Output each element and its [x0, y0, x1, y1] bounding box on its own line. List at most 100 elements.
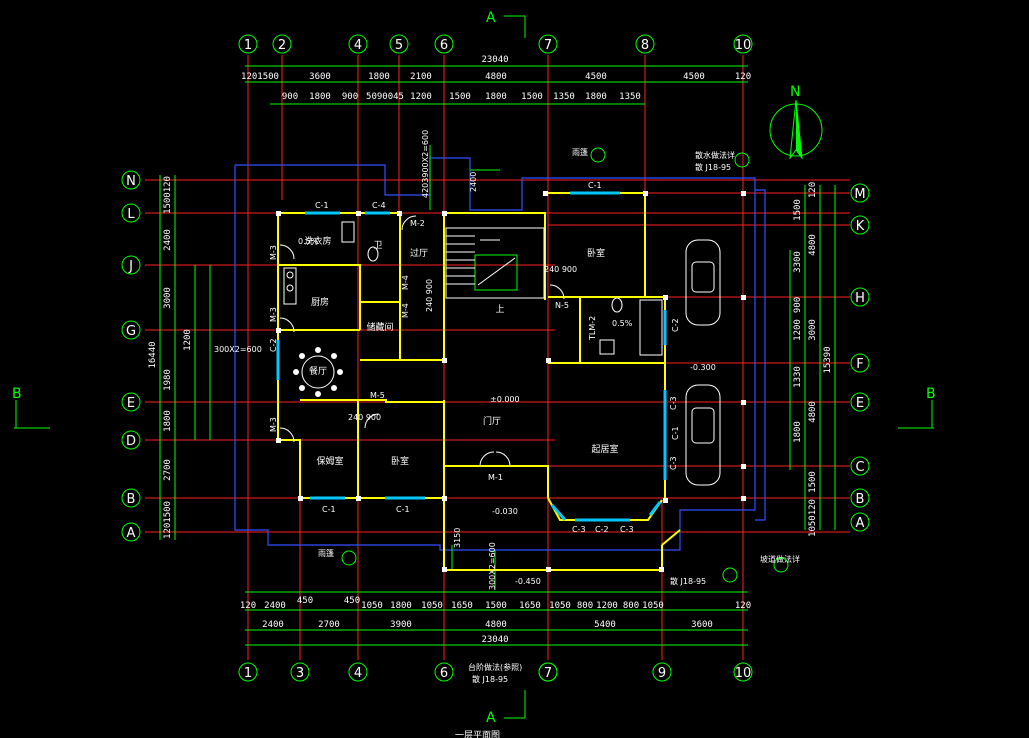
label-slope-1: 0.5% [298, 237, 319, 246]
label-m3-b: M-3 [269, 307, 278, 322]
room-dining: 餐厅 [309, 365, 327, 377]
dim-bottom-r2-3: 450 [344, 596, 360, 606]
walls [277, 192, 681, 571]
dim-left-4: 1980 [163, 369, 173, 391]
doors [279, 215, 565, 467]
dim-top-r1-0: 1201500 [241, 72, 279, 82]
label-c1-c: C-1 [322, 505, 336, 514]
dim-top-r2-1: 1800 [309, 92, 331, 102]
room-storage: 储藏间 [366, 321, 393, 333]
grid-left-7: B [127, 492, 136, 507]
dim-top-r2-4: 1200 [410, 92, 432, 102]
label-m4-b: M-4 [401, 303, 410, 318]
room-living: 起居室 [591, 443, 618, 455]
label-m3-a: M-3 [269, 245, 278, 260]
outline-boundary [234, 157, 766, 551]
label-c2-c: C-2 [595, 525, 609, 534]
dim-bottom-r2-9: 1650 [519, 601, 541, 611]
dim-bottom-r2-2: 450 [297, 596, 313, 606]
section-a-top: A [486, 10, 496, 26]
dim-bottom-r2-8: 1500 [485, 601, 507, 611]
grid-right-7: B [856, 492, 865, 507]
label-size-7: 240 900 [348, 413, 381, 422]
dim-right-0: 120 [808, 182, 818, 198]
dim-right-total: 15390 [823, 346, 833, 373]
section-a-bottom: A [486, 710, 496, 726]
dim-top-r2-0: 900 [282, 92, 298, 102]
windows [276, 191, 667, 522]
dim-bottom-r2-10: 1050 [549, 601, 571, 611]
label-ref-j1: 散 J18-95 [695, 162, 731, 172]
dim-bottom-r2-11: 800 [577, 601, 593, 611]
grid-bottom-1: 1 [244, 666, 252, 681]
grid-left-5: E [127, 396, 135, 411]
dim-right-3: 1200 [793, 319, 803, 341]
label-level-030: -0.030 [492, 507, 518, 516]
room-bedroom2: 保姆室 [316, 455, 343, 467]
grid-bottom-2: 3 [296, 666, 304, 681]
label-tlm2: TLM-2 [588, 316, 597, 341]
room-laundry: 洗衣房 [304, 235, 331, 247]
grid-top-2: 2 [278, 38, 286, 53]
label-c2-a: C-2 [269, 338, 278, 352]
grid-right-5: E [856, 396, 864, 411]
dim-bottom-r2-5: 1800 [390, 601, 412, 611]
room-bedroom1: 卧室 [587, 247, 605, 259]
grid-right-6: C [855, 460, 864, 475]
label-c3-d: C-3 [669, 456, 678, 470]
dim-bottom-r2-7: 1650 [451, 601, 473, 611]
dim-left-2: 3000 [163, 287, 173, 309]
grid-left-1: N [126, 174, 136, 189]
dim-bottom-r1-4: 5400 [594, 620, 616, 630]
label-size-3: 4203900X2=600 [421, 130, 430, 198]
dim-bottom-total: 23040 [481, 635, 508, 645]
fixtures [283, 221, 663, 356]
dim-left-7: 1201500 [163, 501, 173, 539]
room-toilet: 卫 [373, 241, 382, 251]
staircase [445, 227, 545, 299]
room-entry: 门厅 [483, 415, 501, 427]
dim-bottom-r2-0: 120 [240, 601, 256, 611]
dim-left-1: 2400 [163, 229, 173, 251]
dim-bottom-r1-0: 2400 [262, 620, 284, 630]
north-arrow [769, 99, 823, 160]
dim-top-r2-2: 900 [342, 92, 358, 102]
dim-bottom-r2-13: 800 [623, 601, 639, 611]
grid-left-3: J [128, 259, 133, 274]
label-ref-j2: 散 J18-95 [670, 576, 706, 586]
grid-bottom-7: 10 [735, 666, 752, 681]
label-c1-d: C-1 [396, 505, 410, 514]
dim-top-r2-9: 1800 [585, 92, 607, 102]
grid-top-6: 7 [544, 38, 552, 53]
dim-right-2: 3300 [793, 251, 803, 273]
label-c1-a: C-1 [315, 201, 329, 210]
label-size-2: 300X2=600 [488, 542, 497, 590]
dim-right-7: 1500 [808, 471, 818, 493]
dim-bottom-r2-4: 1050 [361, 601, 383, 611]
dim-top-r2-6: 1800 [485, 92, 507, 102]
label-c2-b: C-2 [671, 318, 680, 332]
label-m2: M-2 [410, 219, 425, 228]
grid-bubbles [121, 34, 870, 682]
grid-top-7: 8 [641, 38, 649, 53]
dim-right-inner-0: 4800 [808, 234, 818, 256]
dim-bottom-r1-2: 3900 [390, 620, 412, 630]
dim-left-0: 1500120 [163, 176, 173, 214]
dim-top-r2-3: 5090045 [366, 92, 404, 102]
label-m5: M-5 [370, 391, 385, 400]
section-b-left: B [12, 386, 22, 402]
label-c3-a: C-3 [572, 525, 586, 534]
grid-right-1: M [854, 187, 865, 202]
grid-left-6: D [126, 434, 136, 449]
dim-right-5: 1330 [793, 366, 803, 388]
label-level-0: ±0.000 [490, 395, 520, 404]
label-m4-a: M-4 [401, 275, 410, 290]
dim-bottom-r1-5: 3600 [691, 620, 713, 630]
dim-top-r2-7: 1500 [521, 92, 543, 102]
label-size-6: 240 900 [544, 265, 577, 274]
dim-right-6: 1800 [793, 421, 803, 443]
dim-top-total: 23040 [481, 55, 508, 65]
grid-top-8: 10 [735, 38, 752, 53]
label-note-c: 台阶做法(参照) [468, 662, 522, 672]
